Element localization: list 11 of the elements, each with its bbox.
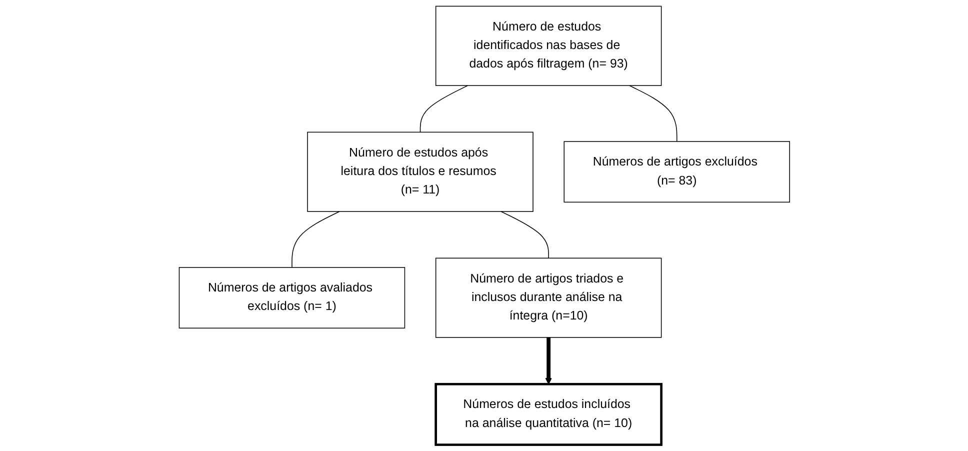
node-box: Número de estudos após leitura dos títulos e resumos (n= 11) — [306, 132, 533, 212]
node-box: Número de artigos triados e inclusos durante análise na íntegra (n=10) — [435, 258, 662, 338]
connector — [628, 85, 677, 142]
connector — [291, 211, 340, 268]
connector — [419, 85, 468, 133]
node-box: Número de estudos identificados nas bases de dados após filtragem (n= 93) — [435, 6, 662, 86]
connector — [500, 211, 549, 259]
arrow — [544, 337, 552, 384]
node-box: Números de artigos excluídos (n= 83) — [563, 141, 790, 203]
node-box: Números de artigos avaliados excluídos (n= 1) — [178, 267, 405, 329]
node-box: Números de estudos incluídos na análise quantitativa (n= 10) — [434, 382, 662, 446]
